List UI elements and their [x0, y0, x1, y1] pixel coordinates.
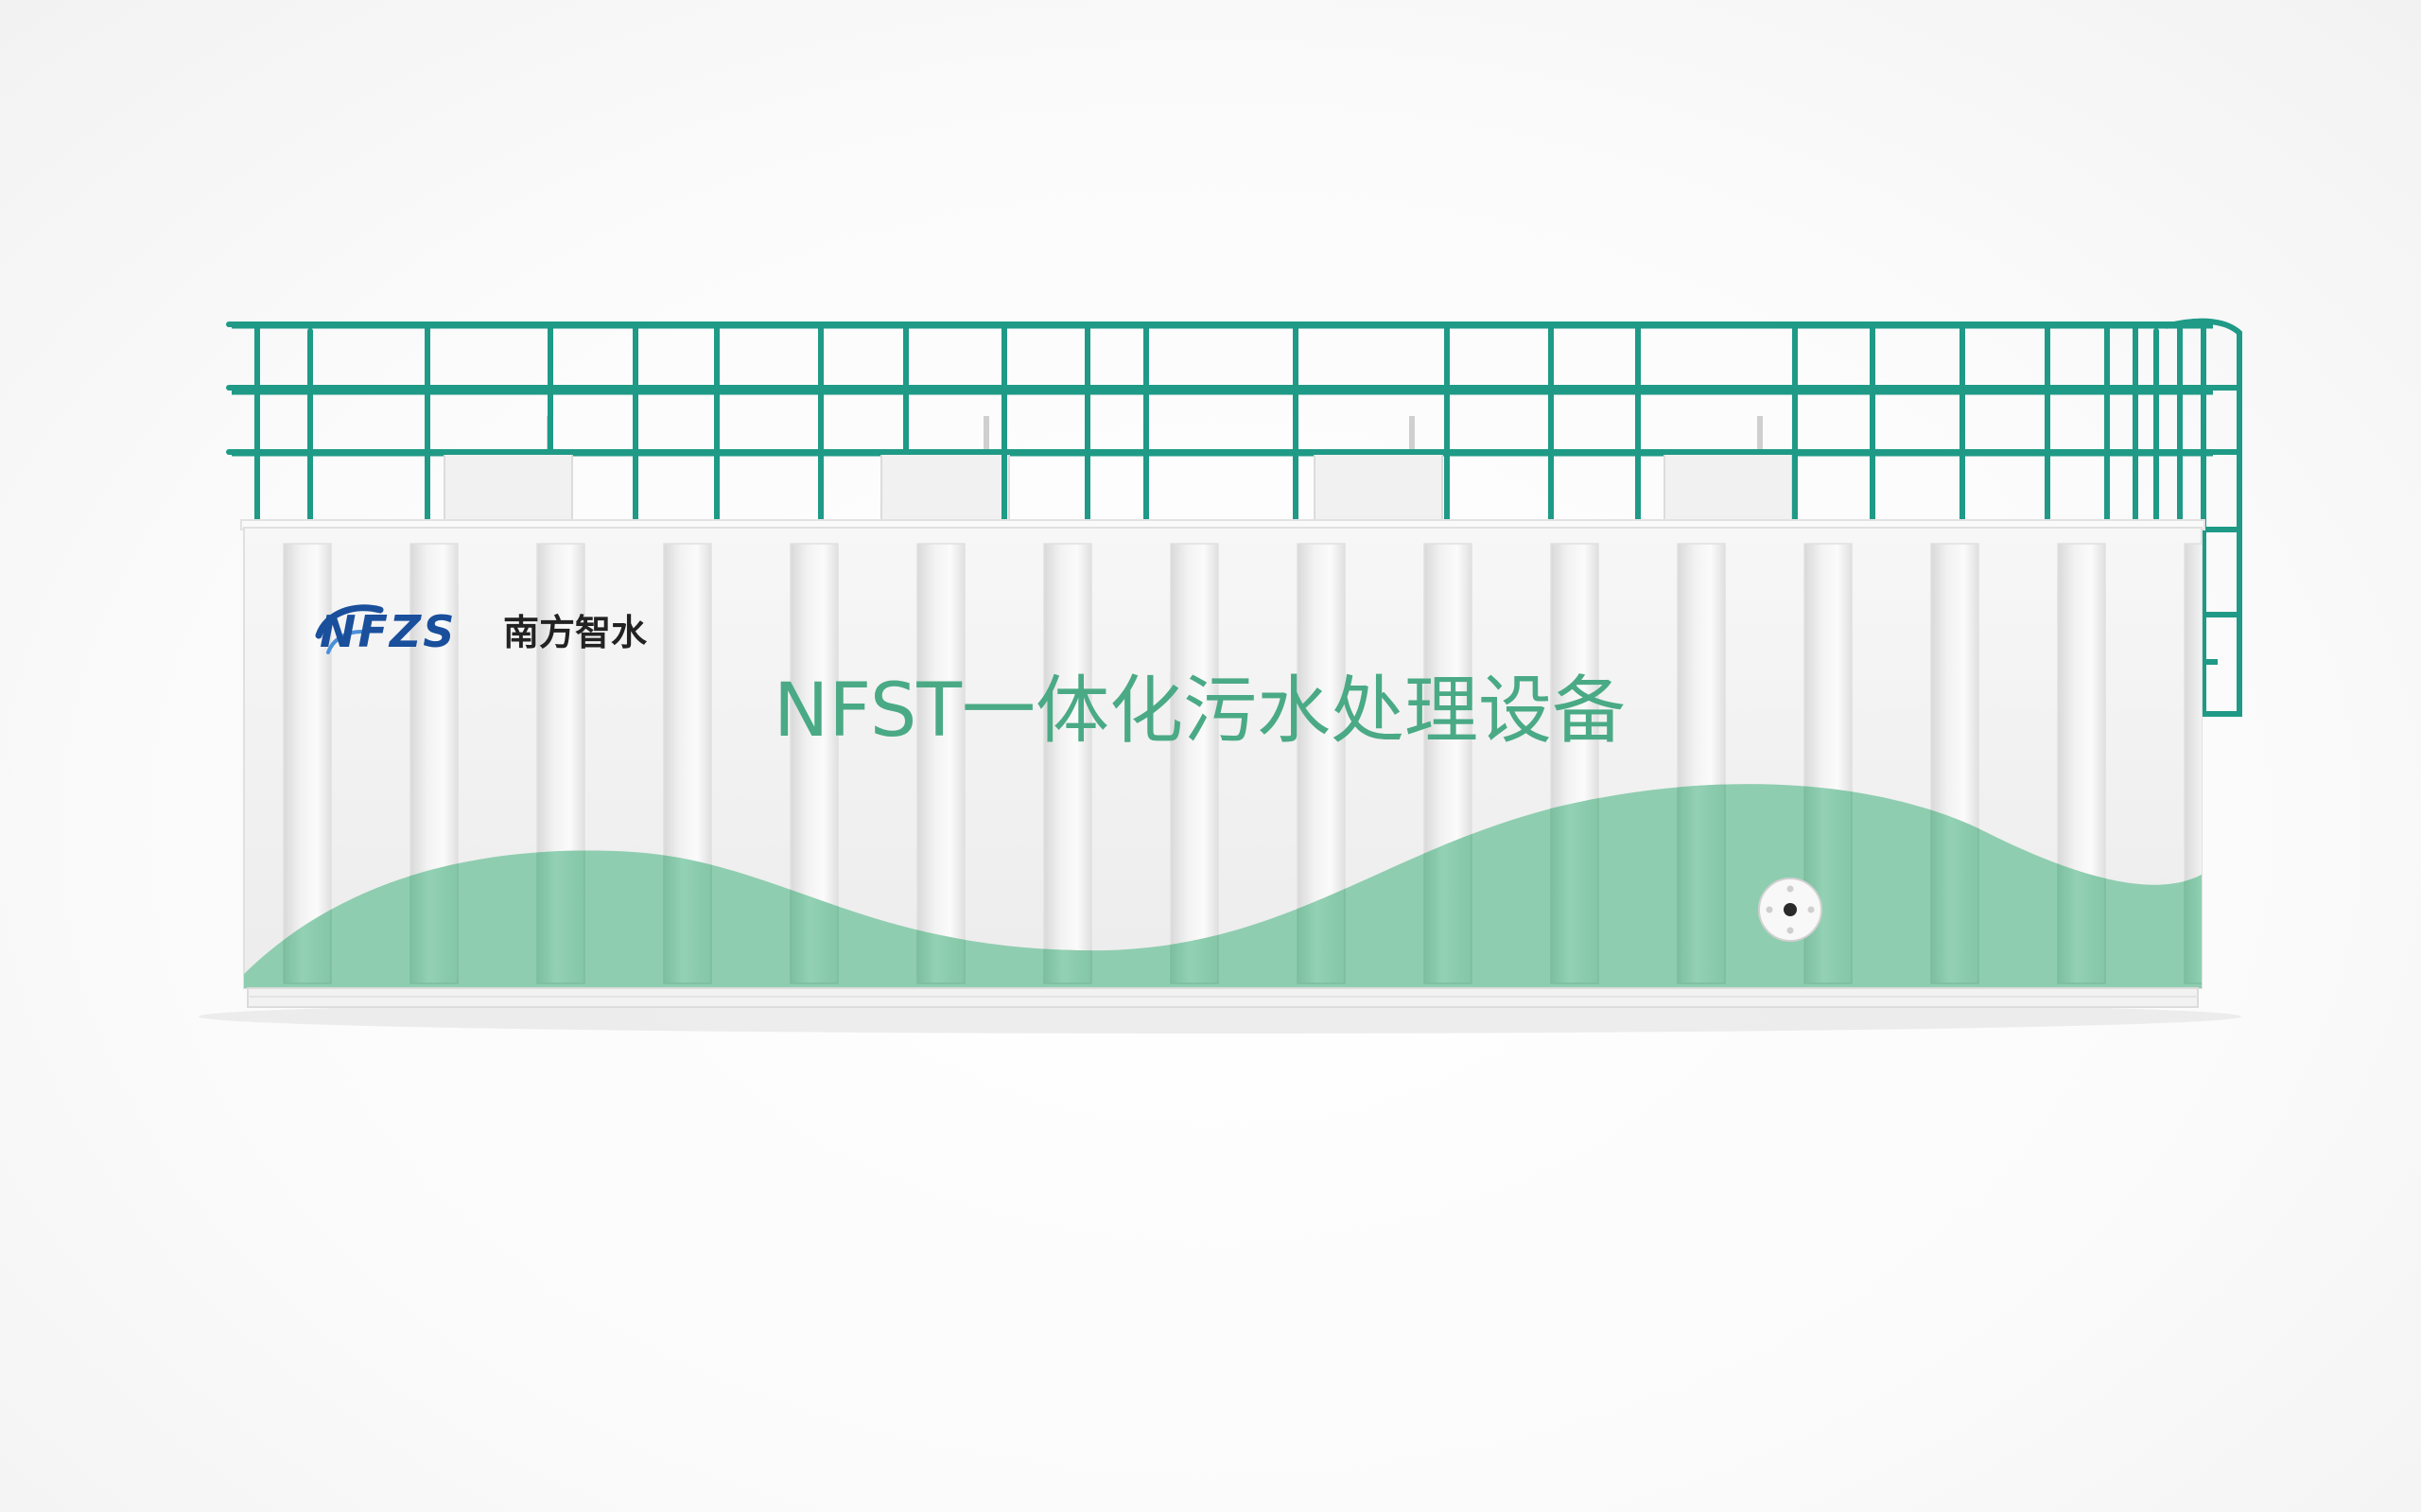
- hatch-3: [1314, 451, 1443, 529]
- brand-name-cn: 南方智水: [503, 612, 648, 653]
- top-hatches: [444, 416, 1793, 529]
- hatch-2: [880, 451, 1010, 529]
- nfzs-logo-icon: [315, 604, 384, 654]
- hatch-1: [444, 451, 573, 529]
- logo-letters: NFZS: [320, 606, 456, 657]
- tank-rib: [916, 543, 966, 984]
- product-title: NFST一体化污水处理设备: [774, 669, 1626, 754]
- tank-rib: [1043, 543, 1092, 984]
- tank-rib-wave: [1677, 784, 1726, 984]
- tank-rib: [2184, 543, 2202, 984]
- tank-rib-wave: [1550, 784, 1599, 984]
- tank-rib-wave: [1803, 784, 1853, 984]
- railing-front: [226, 322, 2211, 528]
- hatch-4: [1663, 451, 1793, 529]
- tank-rib: [283, 543, 332, 984]
- tank-rib: [1170, 543, 1219, 984]
- brand-logo: NFZS 南方智水: [315, 604, 648, 657]
- pipe-flange-icon: [1758, 878, 1822, 942]
